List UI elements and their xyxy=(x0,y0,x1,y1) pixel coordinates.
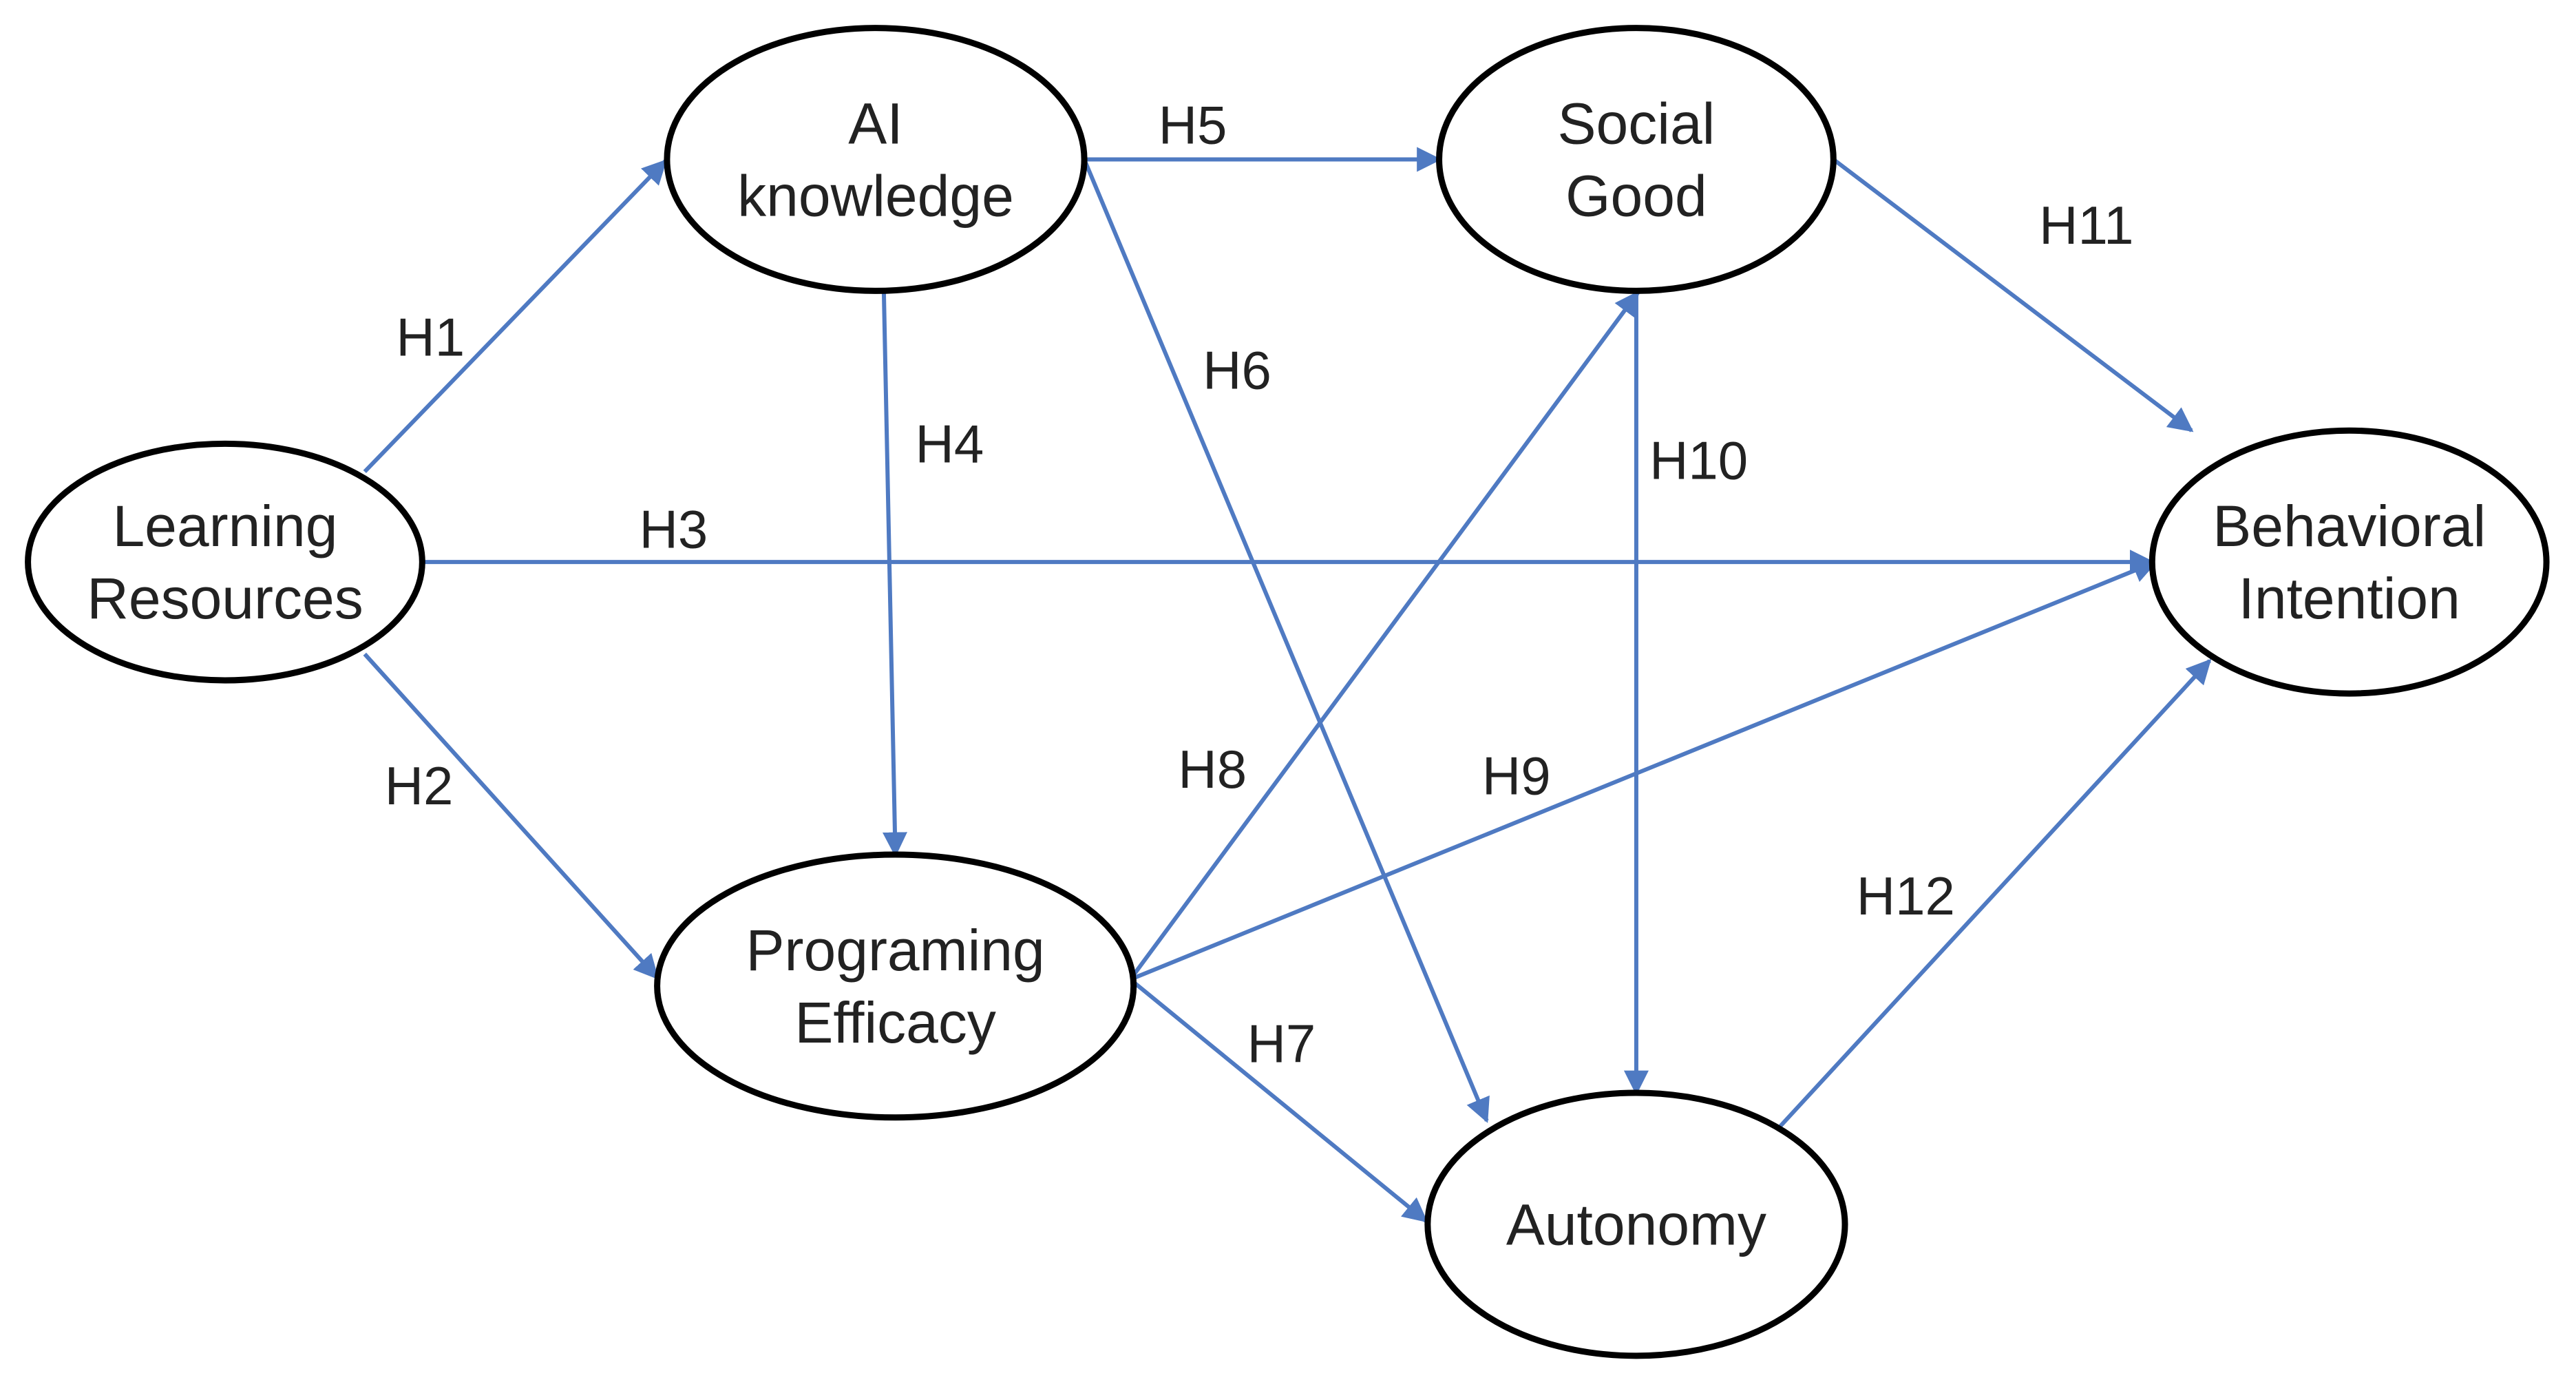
node-behavioral-intention-label-line: Behavioral xyxy=(2213,494,2486,558)
node-ai-knowledge-ellipse xyxy=(664,25,1088,294)
edge-h8-label: H8 xyxy=(1178,739,1247,799)
node-programing-efficacy-ellipse xyxy=(654,851,1137,1121)
edge-h5-label: H5 xyxy=(1159,95,1227,156)
edge-h11-arrow xyxy=(1832,158,2194,432)
node-behavioral-intention-ellipse xyxy=(2149,427,2550,697)
node-social-good-ellipse xyxy=(1436,25,1837,294)
node-programing-efficacy-label-line: Programing xyxy=(746,918,1045,983)
edge-h2-label: H2 xyxy=(385,755,454,816)
node-ai-knowledge-label-line: knowledge xyxy=(737,163,1014,228)
edge-h1-label: H1 xyxy=(396,307,465,368)
node-programing-efficacy-label-line: Efficacy xyxy=(794,990,996,1055)
edge-h6-arrow xyxy=(1082,158,1490,1123)
node-social-good-label-line: Social xyxy=(1558,91,1715,156)
edge-h7-label: H7 xyxy=(1247,1014,1316,1074)
edge-h6-label: H6 xyxy=(1203,339,1271,400)
node-learning-resources-ellipse xyxy=(25,440,425,684)
node-behavioral-intention-label-line: Intention xyxy=(2239,566,2460,631)
edge-h4-label: H4 xyxy=(916,414,984,474)
node-autonomy-ellipse xyxy=(1424,1089,1848,1359)
node-learning-resources-label-line: Resources xyxy=(87,566,363,631)
node-ai-knowledge: AI knowledge xyxy=(664,25,1088,294)
edge-h8-arrow xyxy=(1128,290,1640,981)
edge-h1-arrow xyxy=(363,159,668,474)
edge-h9-label: H9 xyxy=(1482,746,1551,806)
node-learning-resources-label-line: Learning xyxy=(112,494,337,558)
edge-h7-arrow xyxy=(1129,978,1428,1223)
edge-h12-arrow xyxy=(1777,658,2212,1129)
edge-h4-arrow xyxy=(881,292,907,857)
edges-layer xyxy=(363,147,2212,1223)
node-ai-knowledge-label-line: AI xyxy=(848,91,902,156)
node-autonomy-label-line: Autonomy xyxy=(1506,1192,1766,1257)
edge-h2-arrow xyxy=(363,652,659,980)
edge-h12-label: H12 xyxy=(1857,866,1955,926)
node-social-good-label-line: Good xyxy=(1565,163,1707,228)
edge-h11-label: H11 xyxy=(2039,195,2133,255)
edge-h3-label: H3 xyxy=(640,499,708,560)
edge-h9-arrow xyxy=(1129,558,2158,982)
node-autonomy: Autonomy xyxy=(1424,1089,1848,1359)
edge-h10-label: H10 xyxy=(1649,430,1748,491)
